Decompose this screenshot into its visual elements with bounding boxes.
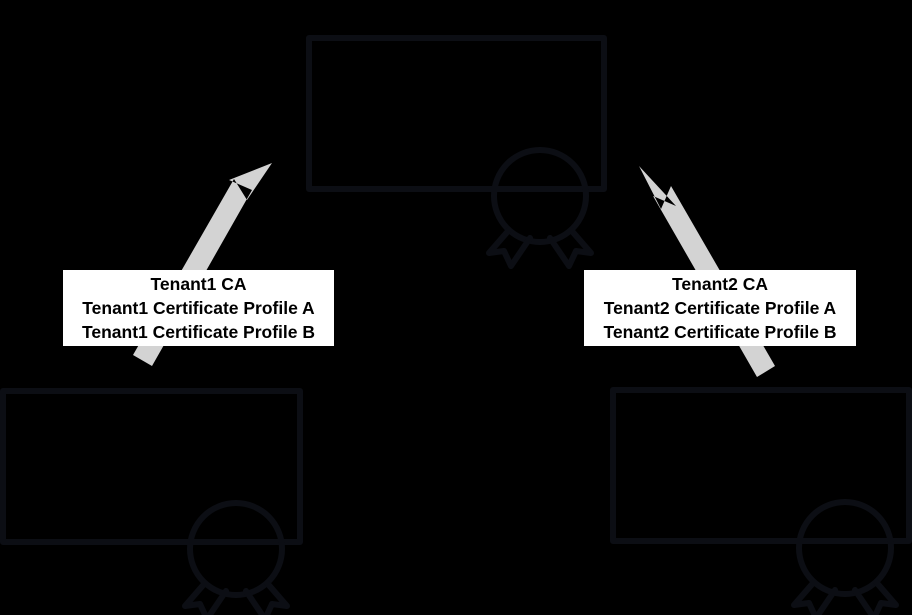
tenant2-label-box: Tenant2 CA Tenant2 Certificate Profile A…	[584, 270, 856, 346]
certificate-page-root	[306, 35, 607, 192]
certificate-seal-root	[491, 147, 589, 245]
certificate-icon-root	[306, 35, 607, 269]
certificate-page-tenant1	[0, 388, 303, 545]
tenant1-certificate-profile-a-label: Tenant1 Certificate Profile A	[82, 298, 315, 318]
certificate-icon-tenant2	[610, 387, 912, 615]
tenant1-ca-label: Tenant1 CA	[150, 274, 247, 294]
certificate-ribbon-left-root	[486, 227, 533, 269]
tenant1-certificate-profile-b-label: Tenant1 Certificate Profile B	[81, 322, 316, 342]
tenant2-certificate-profile-b-label: Tenant2 Certificate Profile B	[603, 322, 837, 342]
certificate-ribbon-right-tenant1	[243, 580, 290, 615]
tenant2-certificate-profile-a-label: Tenant2 Certificate Profile A	[603, 298, 837, 318]
certificate-ribbon-right-root	[547, 227, 594, 269]
tenant1-label-box: Tenant1 CA Tenant1 Certificate Profile A…	[63, 270, 334, 346]
certificate-page-tenant2	[610, 387, 912, 544]
certificate-seal-tenant1	[187, 500, 285, 598]
certificate-icon-tenant1	[0, 388, 303, 615]
certificate-ribbon-right-tenant2	[852, 579, 899, 615]
tenant2-ca-label: Tenant2 CA	[672, 274, 768, 294]
certificate-seal-tenant2	[796, 499, 894, 597]
certificate-ribbon-left-tenant2	[791, 579, 838, 615]
certificate-ribbon-left-tenant1	[182, 580, 229, 615]
